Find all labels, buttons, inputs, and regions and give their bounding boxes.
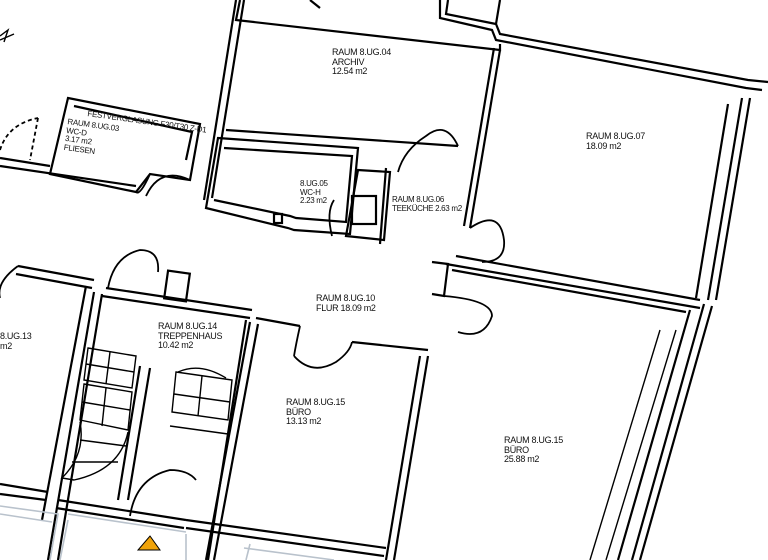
room-label-line: 2.23 m2	[300, 196, 327, 205]
wall-wc-h	[204, 136, 360, 236]
wall-stair-top	[105, 286, 253, 312]
room-label-8-ug-15-small: RAUM 8.UG.15 BÜRO 13.13 m2	[286, 397, 345, 427]
wall-room-07-bottom-inner	[445, 262, 701, 310]
door-swing-room-07	[469, 219, 505, 263]
room-label-line: 12.54 m2	[332, 66, 368, 76]
wall-facade-top-inner	[444, 0, 768, 84]
room-label-line: WC-H	[300, 187, 321, 197]
wall-archiv-left-inner	[210, 0, 246, 199]
room-label-line: TEEKÜCHE 2.63 m2	[392, 203, 462, 213]
shaft	[162, 269, 192, 303]
wall-archiv-east-inner	[462, 47, 496, 227]
wall-buero-small-top	[255, 316, 301, 328]
teekueche-fixture	[350, 194, 378, 226]
wall-stair-right	[206, 319, 248, 560]
wall-buero-small-top-2	[351, 340, 429, 352]
room-label-line: RAUM 8.UG.14	[158, 321, 217, 331]
door-swing-flur-left	[293, 341, 353, 369]
wall-top-door-jamb	[309, 0, 321, 9]
room-label-8-ug-13: 8.UG.13 m2	[0, 331, 32, 351]
wall-buero-small-bottom	[185, 518, 387, 550]
wall-exterior-right-3	[694, 103, 730, 299]
room-label-line: RAUM 8.UG.10	[316, 293, 375, 303]
wall-exterior-right-4	[638, 305, 714, 560]
room-label-line: FLUR 18.09 m2	[316, 302, 376, 313]
wall-stair-left-inner	[56, 293, 104, 560]
north-marker	[136, 535, 161, 551]
room-label-line: 10.42 m2	[158, 340, 194, 350]
wall-room-13-top-2	[15, 272, 93, 290]
wall-stair-top-2	[101, 294, 251, 320]
wall-bottom-left	[0, 482, 49, 494]
wall-wc-h-inner	[213, 146, 354, 224]
room-label-8-ug-06: RAUM 8.UG.06 TEEKÜCHE 2.63 m2	[392, 195, 462, 213]
door-swing-flur-right	[443, 295, 493, 335]
wall-buero-small-bottom-2	[185, 526, 385, 558]
wall-exterior-right-5	[630, 303, 706, 560]
room-label-8-ug-03: RAUM 8.UG.03 WC-D 3.17 m2 FLIESEN	[63, 117, 119, 159]
wall-room-13-right	[40, 285, 88, 521]
wall-buero-large-left-inner	[384, 355, 422, 560]
wall-bottom-left-2	[0, 492, 47, 502]
room-label-8-ug-15-large: RAUM 8.UG.15 BÜRO 25.88 m2	[504, 435, 563, 465]
door-swing-wc-h	[328, 199, 335, 237]
room-label-8-ug-05: 8.UG.05 WC-H 2.23 m2	[300, 179, 328, 206]
room-label-line: TREPPENHAUS	[158, 330, 223, 341]
room-label-8-ug-04: RAUM 8.UG.04 ARCHIV 12.54 m2	[332, 47, 391, 77]
wall-bottom-mid	[57, 498, 187, 522]
wall-archiv-left	[202, 0, 238, 201]
wall-bottom-mid-2	[55, 506, 185, 530]
room-label-line: RAUM 8.UG.15	[504, 435, 563, 445]
wall-facade-top	[438, 0, 763, 92]
room-label-line: RAUM 8.UG.04	[332, 47, 391, 57]
wall-buero-large-left	[392, 355, 430, 560]
wall-room-07-bottom	[455, 254, 701, 302]
wall-exterior-right-2	[706, 97, 744, 301]
room-label-line: 13.13 m2	[286, 416, 322, 426]
door-swing-wc-d-left	[0, 117, 39, 151]
room-label-line: 8.UG.05	[300, 179, 328, 188]
room-label-8-ug-14: RAUM 8.UG.14 TREPPENHAUS 10.42 m2	[158, 321, 223, 351]
room-label-8-ug-07: RAUM 8.UG.07 18.09 m2	[586, 131, 645, 151]
room-label-8-ug-10: RAUM 8.UG.10 FLUR 18.09 m2	[316, 293, 376, 313]
wall-archiv-bottom	[225, 128, 459, 148]
wall-room-13-top	[17, 264, 95, 282]
room-label-line: m2	[0, 340, 12, 351]
wall-wc-d-inner	[73, 104, 194, 161]
door-swing-room-13	[0, 265, 19, 298]
room-label-line: 8.UG.13	[0, 331, 32, 341]
wall-exterior-right-6	[616, 309, 692, 560]
room-label-line: BÜRO	[286, 406, 311, 417]
door-swing-teekueche	[397, 129, 459, 173]
wall-buero-large-top	[451, 268, 687, 314]
room-label-line: 25.88 m2	[504, 454, 540, 464]
wall-stair-landing-2	[126, 367, 152, 501]
wall-exterior-right-1	[714, 97, 752, 301]
wc-fixture	[272, 212, 284, 225]
wall-archiv-right	[234, 0, 502, 52]
door-swing-stair-bottom	[129, 469, 197, 517]
wall-stair-left	[46, 291, 96, 560]
room-label-line: BÜRO	[504, 444, 529, 455]
door-swing-wc-d	[135, 173, 151, 194]
room-label-line: 18.09 m2	[586, 140, 622, 151]
door-swing-stair	[107, 249, 160, 289]
room-label-line: RAUM 8.UG.07	[586, 131, 645, 141]
room-label-line: RAUM 8.UG.06	[392, 195, 444, 204]
wall-buero-small-left-inner	[212, 323, 260, 560]
room-label-line: RAUM 8.UG.15	[286, 397, 345, 407]
wall-stair-landing	[116, 365, 142, 501]
door-swing-wc-d-inner	[145, 174, 191, 197]
glass-facade	[0, 505, 335, 560]
wall-teekueche	[344, 168, 392, 242]
staircase	[60, 347, 233, 481]
wall-facade-top-edge	[494, 0, 502, 25]
door-swing-buero	[293, 325, 301, 357]
wall-archiv-east	[468, 49, 502, 229]
room-label-line: ARCHIV	[332, 56, 365, 67]
